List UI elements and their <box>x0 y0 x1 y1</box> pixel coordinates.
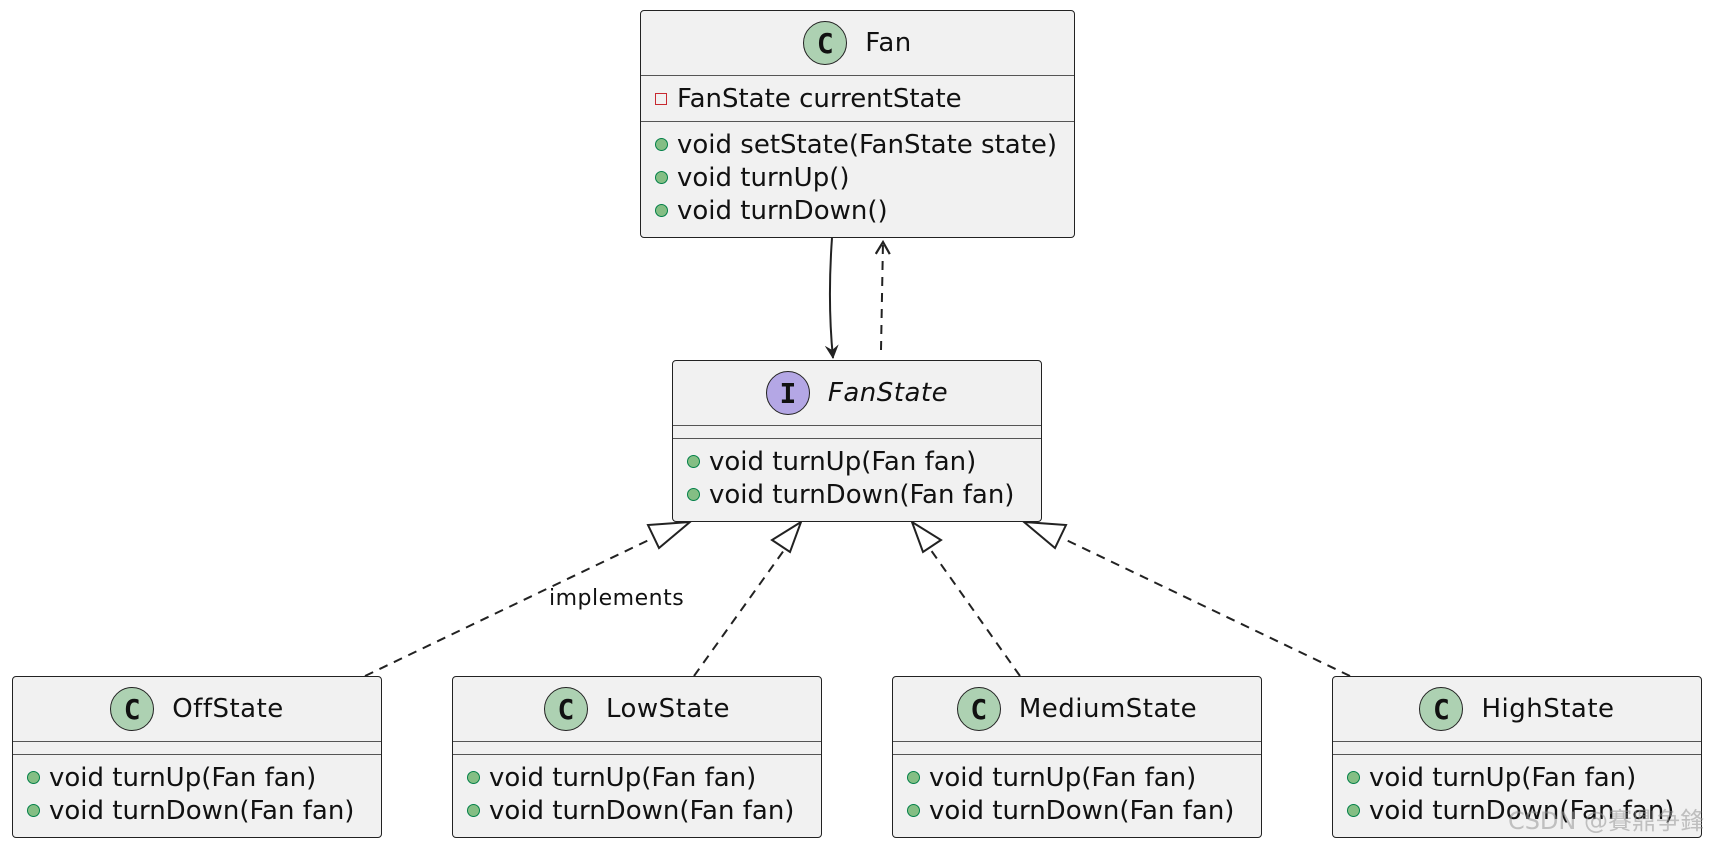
method-section: void turnUp(Fan fan) void turnDown(Fan f… <box>1333 755 1701 833</box>
method-text: void turnDown(Fan fan) <box>1369 795 1675 826</box>
public-visibility-icon <box>655 138 668 151</box>
method-text: void turnUp(Fan fan) <box>1369 762 1637 793</box>
public-visibility-icon <box>1347 771 1360 784</box>
field-section <box>673 426 1041 439</box>
public-visibility-icon <box>687 488 700 501</box>
method-row: void turnUp(Fan fan) <box>463 761 821 794</box>
public-visibility-icon <box>467 804 480 817</box>
method-row: void turnDown(Fan fan) <box>1343 794 1701 827</box>
private-visibility-icon <box>655 92 667 105</box>
class-c-icon: C <box>543 687 588 731</box>
method-row: void setState(FanState state) <box>651 128 1074 161</box>
interface-i-icon: I <box>765 371 810 415</box>
class-name: HighState <box>1481 694 1615 724</box>
method-text: void turnUp(Fan fan) <box>49 762 317 793</box>
class-header: C MediumState <box>893 677 1261 742</box>
class-c-icon: C <box>803 21 848 65</box>
field-section <box>893 742 1261 755</box>
class-lowstate[interactable]: C LowState void turnUp(Fan fan) void tur… <box>452 676 822 838</box>
highstate-realization <box>1020 520 1351 677</box>
class-c-icon: C <box>1419 687 1464 731</box>
class-name: LowState <box>605 694 731 724</box>
method-text: void turnDown(Fan fan) <box>709 479 1015 510</box>
fanstate-to-fan-dependency <box>874 239 891 351</box>
method-text: void turnDown(Fan fan) <box>929 795 1235 826</box>
field-section <box>1333 742 1701 755</box>
public-visibility-icon <box>687 455 700 468</box>
method-row: void turnUp() <box>651 161 1074 194</box>
public-visibility-icon <box>655 204 668 217</box>
class-name: Fan <box>865 28 912 58</box>
class-name: MediumState <box>1018 694 1198 724</box>
method-text: void setState(FanState state) <box>677 129 1058 160</box>
public-visibility-icon <box>467 771 480 784</box>
watermark: CSDN @賽鼎争鋒 <box>1507 807 1704 835</box>
method-row: void turnUp(Fan fan) <box>23 761 381 794</box>
method-section: void setState(FanState state) void turnU… <box>641 122 1074 233</box>
fan-to-fanstate-association <box>824 237 839 359</box>
interface-fanstate[interactable]: I FanState void turnUp(Fan fan) void tur… <box>672 360 1042 522</box>
public-visibility-icon <box>27 804 40 817</box>
method-text: void turnDown() <box>677 195 888 226</box>
public-visibility-icon <box>1347 804 1360 817</box>
class-name: FanState <box>827 378 949 408</box>
class-c-icon: C <box>110 687 155 731</box>
method-text: void turnDown(Fan fan) <box>489 795 795 826</box>
class-header: C OffState <box>13 677 381 742</box>
method-text: void turnDown(Fan fan) <box>49 795 355 826</box>
public-visibility-icon <box>907 804 920 817</box>
method-row: void turnDown(Fan fan) <box>23 794 381 827</box>
method-row: void turnDown(Fan fan) <box>683 478 1041 511</box>
method-section: void turnUp(Fan fan) void turnDown(Fan f… <box>893 755 1261 833</box>
lowstate-realization <box>693 519 803 677</box>
method-text: void turnUp() <box>677 162 850 193</box>
public-visibility-icon <box>907 771 920 784</box>
class-highstate[interactable]: C HighState void turnUp(Fan fan) void tu… <box>1332 676 1702 838</box>
method-row: void turnDown(Fan fan) <box>463 794 821 827</box>
method-row: void turnUp(Fan fan) <box>1343 761 1701 794</box>
method-text: void turnUp(Fan fan) <box>489 762 757 793</box>
class-header: C HighState <box>1333 677 1701 742</box>
method-row: void turnDown() <box>651 194 1074 227</box>
class-header: I FanState <box>673 361 1041 426</box>
class-offstate[interactable]: C OffState void turnUp(Fan fan) void tur… <box>12 676 382 838</box>
class-header: C Fan <box>641 11 1074 76</box>
public-visibility-icon <box>27 771 40 784</box>
method-row: void turnDown(Fan fan) <box>903 794 1261 827</box>
mediumstate-realization <box>910 519 1021 677</box>
method-section: void turnUp(Fan fan) void turnDown(Fan f… <box>13 755 381 833</box>
class-c-icon: C <box>956 687 1001 731</box>
field-text: FanState currentState <box>677 83 962 114</box>
field-section <box>13 742 381 755</box>
public-visibility-icon <box>655 171 668 184</box>
field-section <box>453 742 821 755</box>
method-section: void turnUp(Fan fan) void turnDown(Fan f… <box>673 439 1041 517</box>
class-name: OffState <box>172 694 284 724</box>
method-text: void turnUp(Fan fan) <box>929 762 1197 793</box>
field-section: FanState currentState <box>641 76 1074 122</box>
method-section: void turnUp(Fan fan) void turnDown(Fan f… <box>453 755 821 833</box>
field-row: FanState currentState <box>651 82 1074 115</box>
method-row: void turnUp(Fan fan) <box>903 761 1261 794</box>
method-row: void turnUp(Fan fan) <box>683 445 1041 478</box>
class-header: C LowState <box>453 677 821 742</box>
method-text: void turnUp(Fan fan) <box>709 446 977 477</box>
class-fan[interactable]: C Fan FanState currentState void setStat… <box>640 10 1075 238</box>
offstate-realization <box>364 520 694 677</box>
implements-label: implements <box>549 586 685 611</box>
class-mediumstate[interactable]: C MediumState void turnUp(Fan fan) void … <box>892 676 1262 838</box>
